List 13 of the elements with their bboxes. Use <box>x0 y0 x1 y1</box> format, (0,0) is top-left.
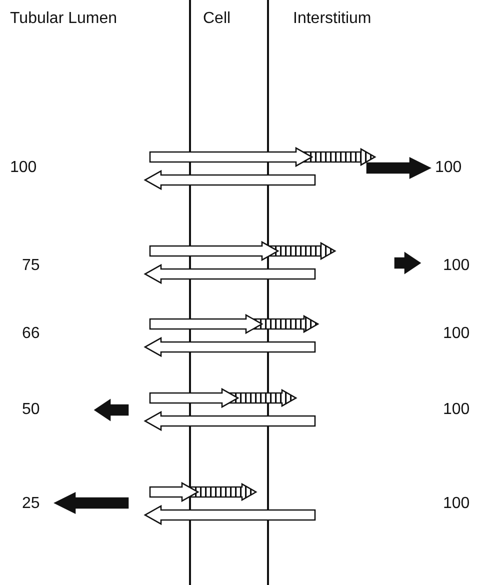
value-label: 50 <box>22 401 40 419</box>
value-label: 100 <box>10 159 37 177</box>
column-heading: Interstitium <box>293 10 372 28</box>
column-heading: Cell <box>203 10 231 28</box>
column-heading: Tubular Lumen <box>10 10 118 28</box>
value-label: 100 <box>443 495 470 513</box>
value-label: 25 <box>22 495 40 513</box>
value-label: 100 <box>443 257 470 275</box>
value-label: 100 <box>443 401 470 419</box>
value-label: 75 <box>22 257 40 275</box>
value-label: 66 <box>22 325 40 343</box>
value-label: 100 <box>443 325 470 343</box>
value-label: 100 <box>435 159 462 177</box>
